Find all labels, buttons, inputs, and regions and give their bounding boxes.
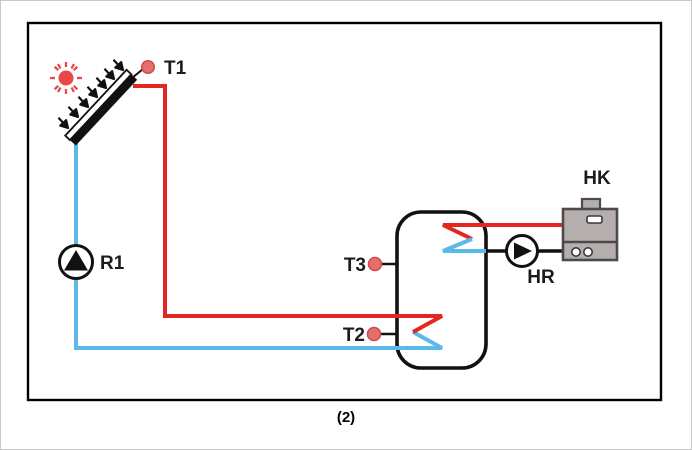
sensor-t1: T1 bbox=[131, 58, 187, 79]
pump-hr-label: HR bbox=[527, 267, 555, 288]
arrow-icon bbox=[86, 86, 99, 99]
sensor-t2: T2 bbox=[343, 325, 398, 346]
pump-hr-rotor-icon bbox=[514, 242, 532, 260]
pump-r1-rotor-icon bbox=[64, 250, 88, 271]
sensor-t3-label: T3 bbox=[344, 255, 366, 276]
arrow-icon bbox=[67, 106, 80, 119]
collector-absorber bbox=[69, 74, 138, 146]
arrow-icon bbox=[95, 77, 108, 90]
arrow-icon bbox=[103, 68, 116, 81]
sun-rays bbox=[50, 62, 82, 94]
solar-pump-r1: R1 bbox=[58, 244, 125, 280]
sun-icon bbox=[50, 62, 82, 94]
hk-sight-glass-icon bbox=[582, 247, 593, 258]
hk-indicator bbox=[586, 215, 603, 224]
sensor-t3-dot bbox=[367, 256, 383, 272]
sensor-t1-dot bbox=[141, 59, 156, 74]
arrow-icon bbox=[112, 59, 125, 72]
hk-label: HK bbox=[583, 168, 611, 189]
storage-tank bbox=[395, 210, 488, 370]
arrow-icon bbox=[77, 96, 90, 109]
pump-r1-label: R1 bbox=[100, 253, 125, 274]
solar-hot-pipe bbox=[133, 84, 443, 334]
hk-sight-glass-icon bbox=[570, 247, 581, 258]
solar-collector bbox=[63, 68, 138, 146]
sensor-t3: T3 bbox=[344, 255, 398, 276]
sensor-t2-label: T2 bbox=[343, 325, 365, 346]
figure-caption: (2) bbox=[337, 409, 355, 426]
sensor-t1-label: T1 bbox=[164, 58, 187, 79]
sun-disc bbox=[58, 70, 74, 86]
heating-unit-hk: HK bbox=[561, 168, 619, 262]
arrow-icon bbox=[57, 117, 70, 130]
heating-pump-hr: HR bbox=[505, 234, 555, 288]
sensor-t2-dot bbox=[366, 326, 382, 342]
heating-hot-pipe bbox=[442, 223, 566, 241]
irradiation-arrows bbox=[57, 59, 125, 130]
heating-cold-pipe bbox=[442, 237, 486, 253]
sensor-t1-stub bbox=[131, 68, 144, 79]
